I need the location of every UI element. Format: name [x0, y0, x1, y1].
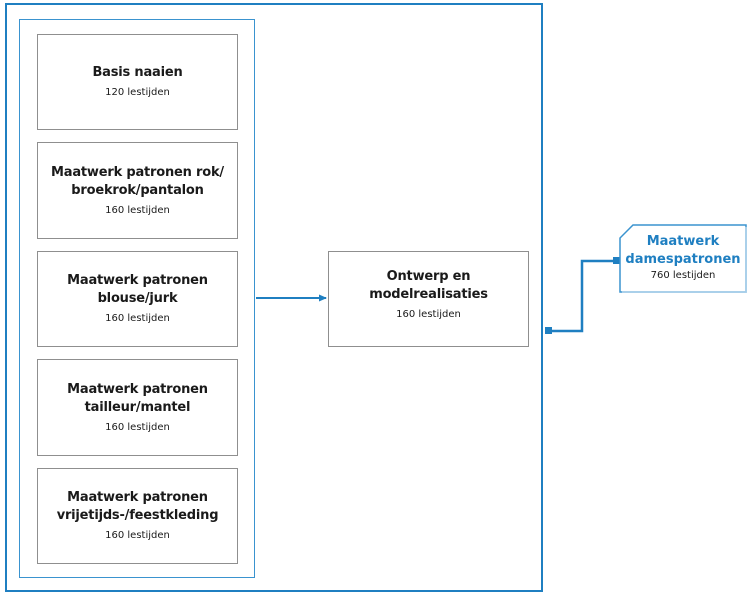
- result-qualification: Maatwerk damespatronen 760 lestijden: [619, 224, 747, 293]
- module-title-line: Maatwerk patronen: [67, 273, 208, 288]
- training-program-frame: [5, 3, 543, 592]
- module-title-line: broekrok/pantalon: [71, 182, 204, 198]
- module-hours: 160 lestijden: [396, 309, 461, 320]
- module-hours: 160 lestijden: [105, 421, 170, 433]
- module-tailleur-mantel: Maatwerk patronen tailleur/mantel 160 le…: [37, 359, 238, 456]
- module-title: Maatwerk patronen rok/ broekrok/pantalon: [51, 164, 224, 200]
- module-title-line: Maatwerk patronen: [67, 381, 208, 397]
- module-title: Maatwerk patronen vrijetijds-/feestkledi…: [57, 489, 219, 525]
- result-title: Maatwerk damespatronen: [625, 233, 740, 269]
- module-title-line: tailleur/mantel: [84, 399, 191, 415]
- result-hours: 760 lestijden: [650, 269, 716, 281]
- result-title-line: damespatronen: [625, 251, 741, 267]
- module-hours: 120 lestijden: [105, 87, 170, 98]
- module-basis-naaien: Basis naaien 120 lestijden: [37, 34, 238, 130]
- module-title: Maatwerk patronen tailleur/mantel: [67, 381, 208, 417]
- module-blouse-jurk: Maatwerk patronen blouse/jurk 160 lestij…: [37, 251, 238, 347]
- basic-modules-group: [19, 19, 255, 578]
- module-title-line: vrijetijds-/feestkleding: [56, 508, 219, 523]
- module-title: Ontwerp en modelrealisaties: [369, 269, 488, 302]
- module-title: Maatwerk patronen blouse/jurk: [67, 272, 208, 308]
- module-hours: 160 lestijden: [105, 204, 170, 216]
- module-title-line: Maatwerk patronen rok/: [51, 164, 224, 180]
- result-box-shape: [619, 224, 747, 293]
- module-hours: 160 lestijden: [105, 313, 170, 324]
- module-hours: 160 lestijden: [105, 530, 170, 541]
- connector-to-result: [549, 259, 615, 333]
- module-rok-broekrok-pantalon: Maatwerk patronen rok/ broekrok/pantalon…: [37, 142, 238, 239]
- module-title-line: Basis naaien: [92, 65, 183, 80]
- result-title-line: Maatwerk: [646, 233, 720, 249]
- module-ontwerp-modelrealisaties: Ontwerp en modelrealisaties 160 lestijde…: [328, 251, 529, 347]
- connector-start-square: [545, 327, 552, 334]
- module-vrijetijds-feestkleding: Maatwerk patronen vrijetijds-/feestkledi…: [37, 468, 238, 564]
- module-title-line: blouse/jurk: [97, 291, 178, 306]
- module-title-line: Maatwerk patronen: [67, 490, 208, 505]
- module-title: Basis naaien: [92, 64, 182, 82]
